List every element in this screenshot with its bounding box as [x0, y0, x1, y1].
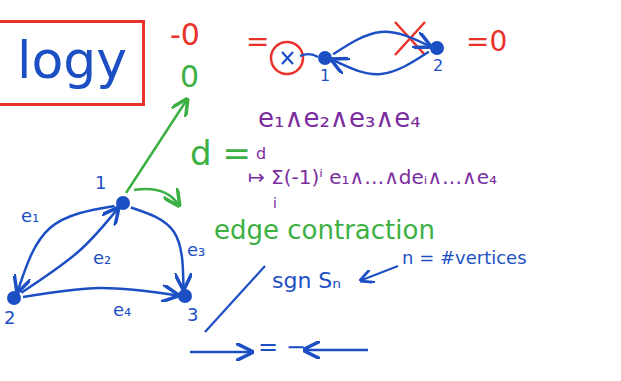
- vertex-dot: 1: [318, 51, 332, 65]
- slash-line: [205, 266, 265, 332]
- note-text: edge contraction: [214, 216, 435, 246]
- note-text: d =: [190, 134, 251, 173]
- vertex-number: 1: [95, 173, 106, 194]
- blue-cross: [282, 52, 293, 64]
- vertex-number: 2: [4, 308, 15, 329]
- edge-label: e₃: [186, 240, 206, 261]
- edge-label: e₁: [20, 206, 40, 227]
- note-text: = −: [258, 334, 306, 362]
- left-arrow: [306, 349, 368, 352]
- note-text: 0: [180, 60, 199, 95]
- vertex-number: 3: [187, 305, 198, 326]
- vertex-dot: 3: [178, 289, 192, 303]
- graph-edge: [334, 52, 429, 74]
- edge-label: e₂: [92, 248, 112, 269]
- note-text: =0: [466, 26, 507, 58]
- right-arrow: [190, 351, 250, 354]
- note-text: sgn Sₙ: [272, 268, 341, 293]
- edge-label: e₄: [112, 300, 132, 321]
- note-text: d: [256, 145, 266, 163]
- note-text: i: [273, 195, 277, 211]
- red-circle: [271, 42, 303, 74]
- contraction-arc: [134, 189, 178, 204]
- title-text: logy: [17, 31, 128, 91]
- green-arrow: [126, 101, 186, 193]
- note-text: n = #vertices: [402, 248, 527, 269]
- title-box: logy: [0, 20, 145, 106]
- note-text: =: [246, 26, 269, 58]
- vertex-number: 2: [433, 57, 443, 75]
- vertex-dot: 2: [7, 291, 21, 305]
- vertex-number: 1: [320, 67, 330, 85]
- graph-edge: [18, 206, 114, 290]
- note-text: ↦ Σ(-1)ⁱ e₁∧…∧deᵢ∧…∧e₄: [248, 166, 497, 189]
- pointer-arrow: [362, 266, 398, 280]
- note-text: e₁∧e₂∧e₃∧e₄: [258, 104, 421, 134]
- note-text: -0: [170, 18, 200, 53]
- graph-edge: [333, 32, 428, 54]
- graph-edge: [131, 207, 184, 287]
- vertex-dot: 2: [430, 41, 444, 55]
- vertex-dot: 1: [116, 196, 130, 210]
- graph-edge: [23, 288, 176, 297]
- loop-stub: [300, 54, 318, 57]
